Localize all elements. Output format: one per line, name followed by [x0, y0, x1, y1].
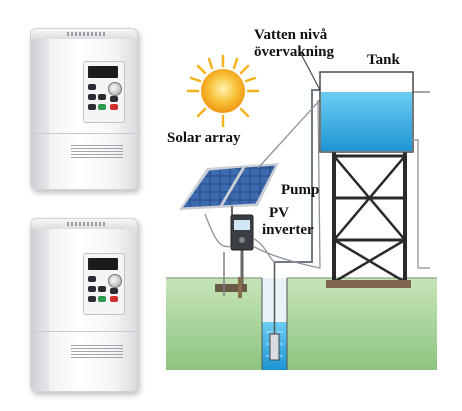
water-level-label-line1: Vatten nivå [254, 27, 328, 43]
inverter-device-icon [30, 28, 138, 190]
sun-icon [186, 54, 260, 128]
pv-label-line2: inverter [262, 222, 314, 238]
solar-panel-icon [179, 163, 279, 222]
water-tank-icon [319, 71, 430, 269]
ground [166, 277, 437, 370]
inverter-device-icon [215, 214, 254, 298]
well-pump-icon [261, 262, 288, 370]
solar-array-label: Solar array [167, 130, 241, 146]
water-tower [326, 152, 411, 288]
water-level-label-line2: övervakning [254, 44, 335, 60]
pv-label-line1: PV [269, 205, 289, 221]
cables [204, 99, 321, 269]
pump-label: Pump [281, 182, 320, 198]
inverter-device-icon [30, 218, 138, 392]
tank-label: Tank [367, 52, 400, 68]
